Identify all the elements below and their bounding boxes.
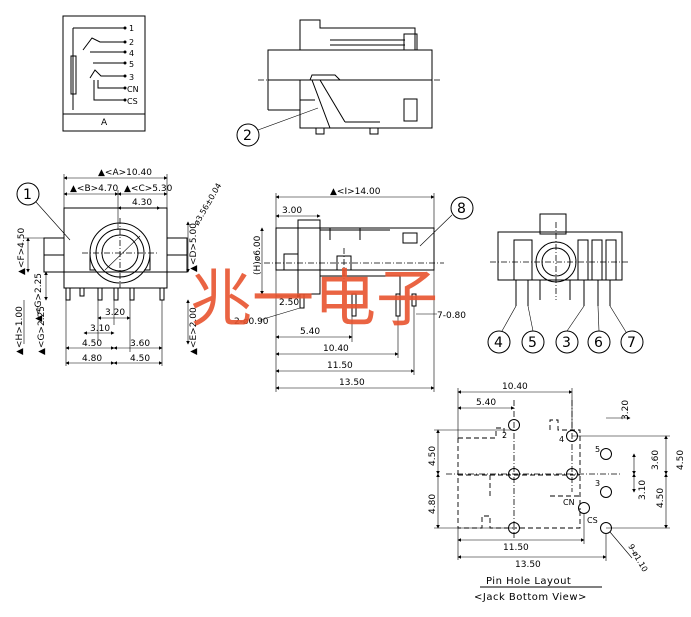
- schematic-pin-label: 5: [129, 60, 134, 69]
- svg-text:9-ø1.10: 9-ø1.10: [626, 543, 649, 574]
- svg-text:▲<H>1.00: ▲<H>1.00: [15, 306, 25, 355]
- svg-text:5: 5: [595, 445, 600, 454]
- svg-text:4.80: 4.80: [428, 494, 438, 514]
- svg-text:6: 6: [594, 335, 603, 351]
- svg-text:▲<B>4.70: ▲<B>4.70: [70, 184, 118, 194]
- svg-text:3.10: 3.10: [638, 480, 648, 500]
- svg-text:▲<D>5.00: ▲<D>5.00: [189, 223, 199, 272]
- svg-text:2: 2: [502, 431, 507, 440]
- schematic-label-a: A: [101, 118, 108, 128]
- schematic-pin-label: CS: [127, 97, 138, 106]
- front-view: [43, 207, 188, 301]
- end-view: [490, 213, 630, 306]
- svg-text:3.20: 3.20: [105, 308, 125, 318]
- svg-text:10.40: 10.40: [502, 382, 528, 392]
- svg-text:3.20: 3.20: [621, 400, 631, 420]
- svg-text:4.50: 4.50: [676, 450, 686, 470]
- svg-text:5.40: 5.40: [300, 327, 320, 337]
- svg-text:10.40: 10.40: [323, 344, 349, 354]
- pin-layout-title: Pin Hole Layout: [486, 576, 571, 587]
- callout-2: 2: [236, 107, 319, 147]
- svg-text:4.80: 4.80: [82, 354, 102, 364]
- svg-text:3.60: 3.60: [130, 339, 150, 349]
- schematic-pin-label: 1: [129, 24, 134, 33]
- callout-3: 3: [555, 305, 585, 354]
- svg-text:▲<F>4.50: ▲<F>4.50: [17, 228, 27, 275]
- callout-6: 6: [587, 305, 611, 354]
- pin-layout-subtitle: <Jack Bottom View>: [474, 592, 587, 603]
- callout-7: 7: [609, 305, 644, 354]
- schematic-pin-label: 3: [129, 73, 134, 82]
- schematic-pin-label: CN: [127, 85, 139, 94]
- callout-8: 8: [419, 196, 474, 247]
- svg-text:7: 7: [627, 335, 636, 351]
- svg-text:2: 2: [243, 128, 252, 144]
- side-view-dimensions: ▲<I>14.00 3.00 (H)ø6.00 2.50 2-ø0.90 7-0…: [234, 187, 466, 392]
- watermark-text: 兆一电子: [190, 262, 438, 335]
- svg-text:CN: CN: [563, 498, 575, 507]
- svg-text:5.40: 5.40: [476, 398, 496, 408]
- svg-text:3: 3: [595, 479, 600, 488]
- svg-text:▲<A>10.40: ▲<A>10.40: [98, 168, 152, 178]
- svg-text:▲<E>2.00: ▲<E>2.00: [189, 307, 199, 355]
- svg-text:▲<C>5.30: ▲<C>5.30: [124, 184, 173, 194]
- svg-text:CS: CS: [587, 516, 598, 525]
- callout-5: 5: [521, 305, 545, 354]
- pin-hole-layout: 2 4 5 3 CN CS 10.40 5.40 3.20 4.50 4.80 …: [428, 382, 686, 603]
- schematic-pin-label: 4: [129, 49, 134, 58]
- svg-text:▲<I>14.00: ▲<I>14.00: [330, 187, 381, 197]
- svg-text:13.50: 13.50: [339, 378, 365, 388]
- schematic-symbol: 1 2 4 5 3 CN CS A: [62, 15, 146, 132]
- schematic-pin-label: 2: [129, 38, 134, 47]
- svg-text:▲<G>2.25: ▲<G>2.25: [37, 306, 47, 355]
- svg-text:11.50: 11.50: [503, 543, 529, 553]
- svg-text:4.50: 4.50: [656, 488, 666, 508]
- svg-text:4: 4: [559, 435, 564, 444]
- callout-4: 4: [487, 305, 517, 354]
- svg-text:13.50: 13.50: [515, 560, 541, 570]
- svg-text:1: 1: [23, 187, 32, 203]
- svg-text:ø3.56±0.04: ø3.56±0.04: [192, 182, 223, 227]
- svg-text:▲<G>2.25: ▲<G>2.25: [34, 273, 44, 322]
- top-view: [258, 19, 440, 135]
- svg-text:11.50: 11.50: [327, 361, 353, 371]
- svg-text:3: 3: [562, 335, 571, 351]
- svg-text:5: 5: [528, 335, 537, 351]
- svg-text:3.60: 3.60: [651, 450, 661, 470]
- svg-text:7-0.80: 7-0.80: [437, 311, 466, 321]
- callout-1: 1: [16, 182, 71, 241]
- svg-text:3.10: 3.10: [90, 324, 110, 334]
- schematic-pin-dots: [123, 26, 127, 102]
- svg-text:4.50: 4.50: [428, 446, 438, 466]
- svg-text:3.00: 3.00: [282, 206, 302, 216]
- svg-text:(H)ø6.00: (H)ø6.00: [253, 235, 263, 275]
- svg-text:4.50: 4.50: [82, 339, 102, 349]
- svg-text:2.50: 2.50: [279, 298, 299, 308]
- svg-text:8: 8: [457, 201, 466, 217]
- svg-text:4.50: 4.50: [130, 354, 150, 364]
- svg-text:2-ø0.90: 2-ø0.90: [234, 317, 269, 327]
- svg-text:4: 4: [494, 335, 503, 351]
- svg-text:4.30: 4.30: [132, 198, 152, 208]
